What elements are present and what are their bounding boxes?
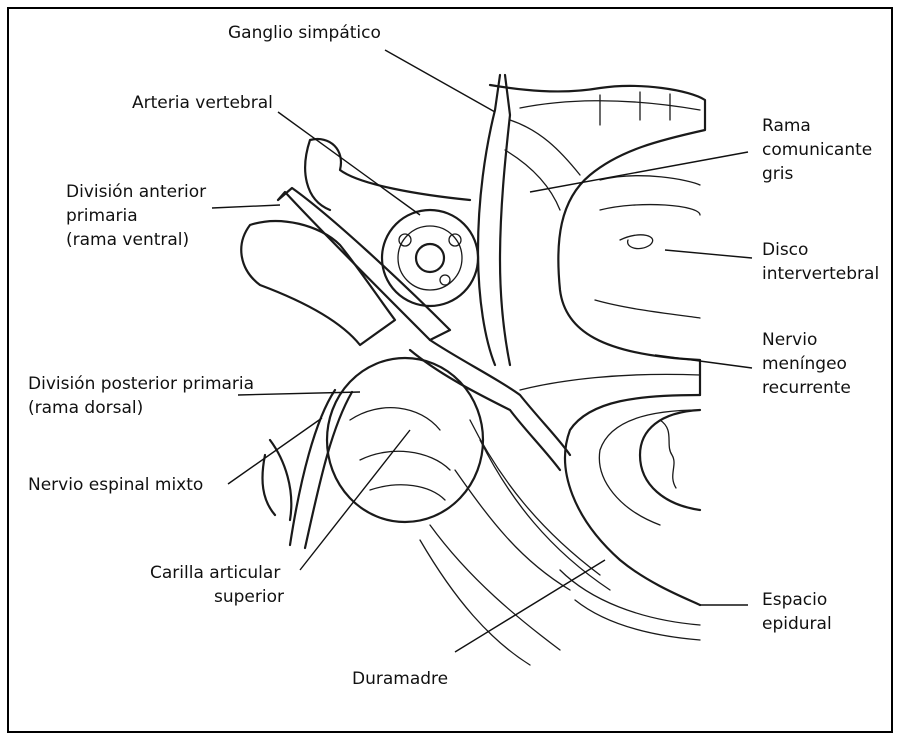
recurrent-meningeal-nerve (520, 374, 700, 390)
dural-sac (565, 395, 700, 605)
superior-articular-facet (327, 358, 483, 522)
vertebral-body-outline (490, 85, 705, 395)
label-nervio-espinal-mixto: Nervio espinal mixto (28, 475, 203, 495)
dorsal-ramus (290, 390, 352, 548)
intervertebral-disc (600, 205, 700, 249)
vertebra-drawing (241, 75, 705, 665)
label-division-anterior-1: División anterior (66, 182, 206, 202)
label-carilla-articular-1: Carilla articular (150, 563, 280, 583)
label-division-posterior-1: División posterior primaria (28, 374, 254, 394)
label-disco-1: Disco (762, 240, 808, 260)
label-nervio-meningeo-3: recurrente (762, 378, 851, 398)
label-division-anterior-2: primaria (66, 206, 138, 226)
label-rama-comunicante-2: comunicante (762, 140, 872, 160)
label-division-posterior-2: (rama dorsal) (28, 398, 143, 418)
label-disco-2: intervertebral (762, 264, 879, 284)
spinal-cord (640, 410, 700, 510)
label-carilla-articular-2: superior (214, 587, 284, 607)
label-espacio-epidural-1: Espacio (762, 590, 827, 610)
label-nervio-meningeo-2: meníngeo (762, 354, 847, 374)
leader-lines (212, 50, 752, 652)
vertebral-artery (382, 210, 478, 306)
label-division-anterior-3: (rama ventral) (66, 230, 189, 250)
label-ganglio-simpatico: Ganglio simpático (228, 23, 381, 43)
figure-frame (8, 8, 892, 732)
label-arteria-vertebral: Arteria vertebral (132, 93, 273, 113)
label-nervio-meningeo-1: Nervio (762, 330, 817, 350)
label-duramadre: Duramadre (352, 669, 448, 689)
labels: Ganglio simpático Arteria vertebral Divi… (28, 23, 879, 689)
label-rama-comunicante-1: Rama (762, 116, 811, 136)
dura-fibers (455, 420, 610, 590)
label-rama-comunicante-3: gris (762, 164, 794, 184)
spinal-nerve-trunk (430, 340, 570, 455)
sympathetic-chain (478, 75, 500, 365)
label-espacio-epidural-2: epidural (762, 614, 832, 634)
